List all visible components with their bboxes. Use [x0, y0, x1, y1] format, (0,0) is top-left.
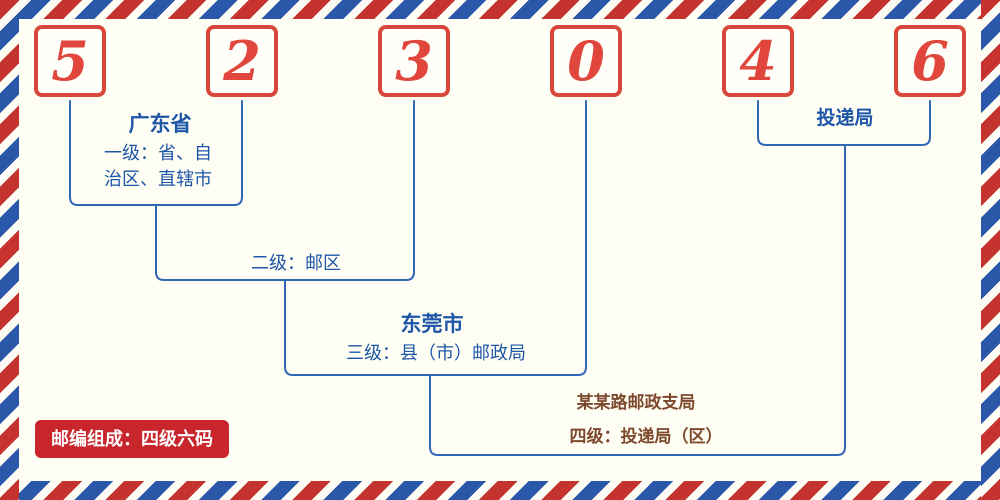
- level1-region-label: 广东省: [128, 113, 192, 136]
- postal-digit-box-3: 3: [378, 25, 450, 97]
- postal-digit-box-2: 2: [206, 25, 278, 97]
- postal-digit-box-1: 5: [34, 25, 106, 97]
- airmail-border-bottom: [0, 481, 1000, 500]
- airmail-border-right: [981, 0, 1000, 500]
- postal-digit-box-4: 0: [550, 25, 622, 97]
- level3-region-label: 东莞市: [400, 313, 464, 336]
- level1-desc-label: 一级：省、自治区、直辖市: [104, 143, 212, 189]
- airmail-border-top: [0, 0, 1000, 19]
- composition-badge: 邮编组成：四级六码: [35, 420, 229, 458]
- postal-digit: 5: [51, 29, 89, 93]
- level2-desc-label: 二级：邮区: [251, 253, 341, 273]
- postal-digit: 3: [395, 29, 433, 93]
- postal-digit: 6: [911, 29, 949, 93]
- postal-digit-box-6: 6: [894, 25, 966, 97]
- level4-desc-label: 四级：投递局（区）: [569, 427, 723, 446]
- airmail-border-left: [0, 0, 19, 500]
- postal-digit-box-5: 4: [722, 25, 794, 97]
- delivery-office-label: 投递局: [816, 108, 874, 129]
- postal-digit: 2: [223, 29, 261, 93]
- postal-digit: 4: [739, 29, 777, 93]
- level3-desc-label: 三级：县（市）邮政局: [346, 343, 526, 363]
- level4-office-label: 某某路邮政支局: [576, 393, 696, 412]
- postal-digit: 0: [567, 29, 605, 93]
